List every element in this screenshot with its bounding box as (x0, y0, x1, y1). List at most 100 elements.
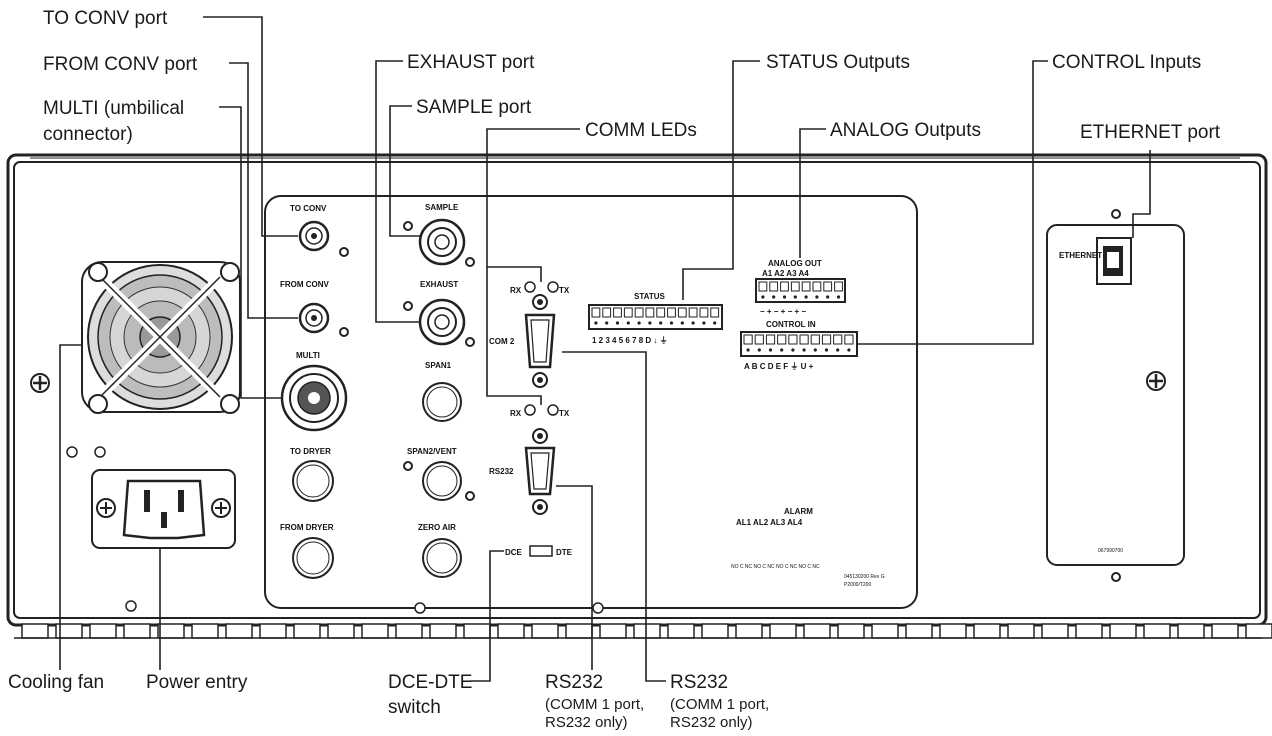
comm-leds-bottom (524, 404, 559, 416)
status-label: STATUS (634, 292, 665, 301)
terminal-screw (691, 321, 695, 325)
small-hole (66, 446, 78, 458)
ethernet-screw-top (1111, 209, 1121, 219)
chassis-foot (803, 623, 831, 639)
chassis-foot (395, 623, 423, 639)
chassis-foot (293, 623, 321, 639)
terminal-pin (769, 281, 779, 292)
analog-out-terminal-block (755, 278, 846, 303)
ethernet-panel-label: ETHERNET (1059, 251, 1102, 260)
analog-out-label: ANALOG OUT (768, 259, 822, 268)
callout-rs232-b-line1: RS232 (670, 672, 728, 693)
part-number-2: P2000/T200 (844, 582, 871, 588)
callout-rs232-a-line3: RS232 only) (545, 714, 628, 731)
callout-comm-leds: COMM LEDs (585, 120, 697, 141)
terminal-pin (788, 334, 798, 345)
chassis-foot (259, 623, 287, 639)
chassis-foot (463, 623, 491, 639)
chassis-foot (21, 623, 49, 639)
terminal-screw (615, 321, 620, 325)
multi-connector (280, 364, 348, 432)
chassis-foot (1041, 623, 1069, 639)
chassis-foot (361, 623, 389, 639)
terminal-pin (688, 307, 698, 318)
terminal-pin (765, 334, 776, 345)
terminal-screw (761, 295, 765, 299)
terminal-screw (648, 321, 652, 325)
small-hole (125, 600, 137, 612)
terminal-screw (824, 348, 829, 352)
dte-label: DTE (556, 548, 573, 557)
terminal-pin (754, 334, 764, 345)
terminal-pin (743, 334, 753, 345)
terminal-screw (836, 348, 840, 352)
small-hole (94, 446, 106, 458)
status-pin-labels: 1 2 3 4 5 6 7 8 D ↓ ⏚ (592, 336, 668, 345)
small-hole (592, 602, 604, 614)
terminal-screw (847, 348, 851, 352)
span1-label: SPAN1 (425, 361, 452, 370)
chassis-foot (1109, 623, 1137, 639)
terminal-screw (782, 295, 787, 299)
chassis-foot (1007, 623, 1035, 639)
terminal-pin (602, 307, 612, 318)
terminal-pin (699, 307, 709, 318)
cooling-fan (81, 261, 241, 414)
chassis-foot (1177, 623, 1205, 639)
control-in-terminal-block (740, 331, 858, 357)
control-pin-labels: A B C D E F ⏚ U + (744, 362, 814, 371)
callout-cooling-fan: Cooling fan (8, 672, 104, 693)
terminal-screw (659, 321, 663, 325)
terminal-pin (821, 334, 832, 345)
callout-dce-dte-line1: DCE-DTE (388, 672, 472, 693)
to-conv-port (298, 220, 349, 257)
callout-rs232-b-line2: (COMM 1 port, (670, 696, 769, 713)
callout-sample-port: SAMPLE port (416, 97, 532, 118)
chassis-foot (701, 623, 729, 639)
control-in-label: CONTROL IN (766, 320, 816, 329)
chassis-foot (225, 623, 253, 639)
terminal-screw (746, 348, 750, 352)
leader-lines (59, 16, 1151, 682)
exhaust-label: EXHAUST (420, 280, 458, 289)
part-number: 045130200 Rev G (844, 574, 885, 580)
terminal-pin (844, 334, 854, 345)
callout-rs232-a-line2: (COMM 1 port, (545, 696, 644, 713)
terminal-pin (623, 307, 633, 318)
callout-multi-line1: MULTI (umbilical (43, 98, 184, 119)
tx-label-bottom: TX (559, 409, 570, 418)
serial-tag: 067990700 (1098, 548, 1123, 554)
chassis-foot (157, 623, 185, 639)
ethernet-screw-bottom (1111, 572, 1121, 582)
chassis-foot (871, 623, 899, 639)
chassis-feet (14, 623, 1272, 639)
chassis-foot (1245, 623, 1272, 639)
callout-analog-outputs: ANALOG Outputs (830, 120, 981, 141)
terminal-pin (780, 281, 789, 292)
terminal-screw (836, 295, 841, 299)
rs232-connector (524, 428, 556, 515)
rs232-panel-label: RS232 (489, 467, 514, 476)
terminal-pin (834, 281, 843, 292)
sample-label: SAMPLE (425, 203, 459, 212)
chassis-foot (735, 623, 763, 639)
chassis-foot (667, 623, 695, 639)
ethernet-jack (1096, 237, 1132, 285)
terminal-screw (637, 321, 641, 325)
to-dryer-port (292, 460, 334, 502)
terminal-screw (813, 348, 817, 352)
from-dryer-port (292, 537, 334, 579)
callout-control-inputs: CONTROL Inputs (1052, 52, 1201, 73)
chassis-foot (429, 623, 457, 639)
chassis-foot (531, 623, 559, 639)
terminal-pin (801, 281, 811, 292)
callout-status-outputs: STATUS Outputs (766, 52, 910, 73)
alarm-channel-labels: AL1 AL2 AL3 AL4 (736, 518, 803, 527)
terminal-pin (799, 334, 809, 345)
left-chassis-screw (30, 373, 50, 393)
terminal-pin (777, 334, 787, 345)
zero-air-label: ZERO AIR (418, 523, 456, 532)
dce-dte-switch (529, 545, 553, 557)
terminal-screw (669, 321, 674, 325)
